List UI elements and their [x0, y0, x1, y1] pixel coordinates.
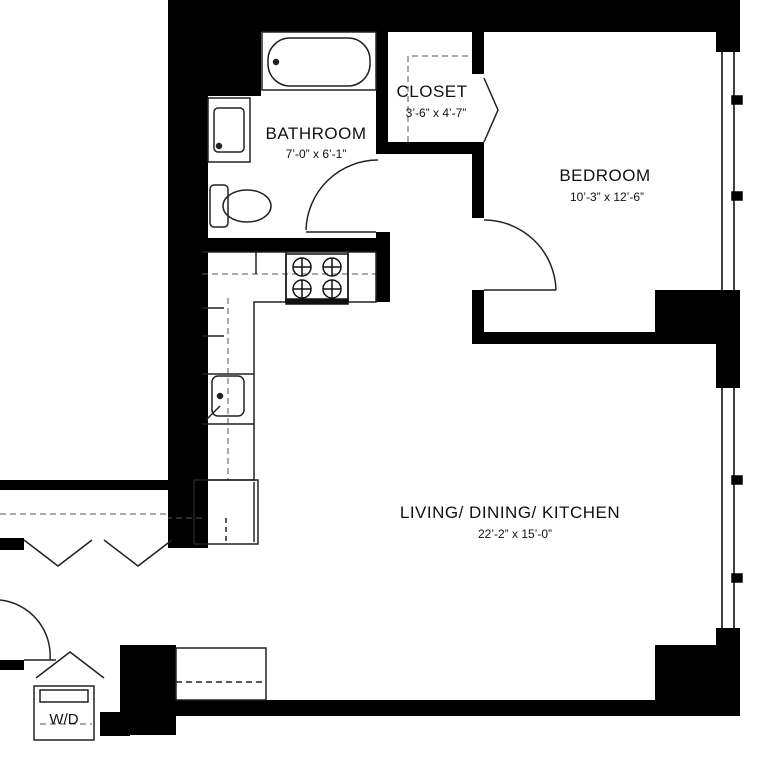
wall-closet-bottom [376, 142, 484, 154]
closet-dimensions: 3’-6” x 4’-7” [406, 106, 467, 120]
dashed-guides [0, 55, 472, 725]
washer-dryer-label: W/D [49, 711, 78, 728]
stove-icon [285, 253, 349, 305]
wall-bottom-right-block [655, 645, 740, 715]
wall-bedroom-left-upper [472, 142, 484, 218]
wall-bottom [120, 700, 740, 716]
wall-corridor-top [0, 480, 202, 490]
washer-dryer-icon [33, 685, 95, 741]
bathtub-icon [261, 31, 377, 91]
kitchen-sink-icon [205, 375, 245, 421]
bathroom-label: BATHROOM [266, 124, 367, 143]
wall-right-top [716, 0, 740, 52]
wall-closet-right [472, 32, 484, 74]
wall-corridor-left [170, 480, 194, 548]
living-dimensions: 22’-2” x 15’-0” [478, 527, 552, 541]
wall-right-mid [716, 342, 740, 388]
wall-corridor-bottom-stub [0, 660, 24, 670]
walls [0, 0, 740, 736]
wall-top [168, 0, 740, 32]
closet-label: CLOSET [396, 82, 467, 101]
wall-stove-stub [376, 232, 390, 302]
wall-bedroom-left-lower [472, 290, 484, 342]
living-label: LIVING/ DINING/ KITCHEN [400, 503, 620, 522]
sink-icon [207, 97, 251, 163]
wall-bedroom-corner-block [655, 290, 740, 338]
wall-corridor-stub [0, 538, 24, 550]
door-swing-icon [0, 77, 557, 679]
toilet-icon [209, 184, 272, 228]
wall-bottom-step [100, 712, 130, 736]
wall-bath-closet [376, 32, 388, 154]
storage-shelf [175, 647, 267, 701]
bedroom-dimensions: 10’-3” x 12’-6” [570, 190, 644, 204]
windows [721, 52, 743, 628]
bathroom-dimensions: 7’-0” x 6’-1” [286, 147, 347, 161]
wall-left-upper-block [168, 0, 261, 96]
wall-kitchen-left [190, 238, 202, 548]
refrigerator [193, 479, 259, 545]
wall-bathroom-bottom [168, 238, 390, 252]
kitchen-counter [202, 251, 377, 481]
bedroom-label: BEDROOM [559, 166, 650, 185]
